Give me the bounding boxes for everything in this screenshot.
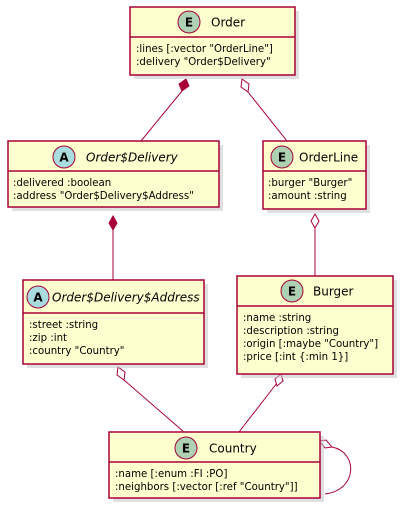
class-order-delivery-address[interactable]: A Order$Delivery$Address :street :string… <box>22 279 208 368</box>
class-field: :price [:int {:min 1}] <box>243 352 348 363</box>
class-name: Order <box>211 16 245 30</box>
edge-address-country <box>116 366 185 433</box>
edge-order-delivery <box>140 78 190 142</box>
class-name: Country <box>209 442 257 456</box>
class-name: Order$Delivery <box>86 151 179 165</box>
edge-delivery-address <box>108 214 118 280</box>
class-field: :burger "Burger" <box>268 178 352 189</box>
class-field: :name :string <box>243 313 311 324</box>
class-name: OrderLine <box>299 151 358 165</box>
class-country[interactable]: E Country :name [:enum :FI :PO] :neighbo… <box>108 431 324 502</box>
badge-letter: A <box>59 151 69 165</box>
aggregation-diamond <box>116 366 126 381</box>
class-field: :address "Order$Delivery$Address" <box>13 191 194 202</box>
badge-letter: E <box>288 285 296 299</box>
class-field: :neighbors [:vector [:ref "Country"]] <box>115 482 298 493</box>
class-order-delivery[interactable]: A Order$Delivery :delivered :boolean :ad… <box>7 140 223 211</box>
badge-letter: E <box>278 151 286 165</box>
class-field: :delivered :boolean <box>13 178 111 189</box>
abstract-badge-icon <box>26 285 50 309</box>
composition-diamond <box>178 78 190 92</box>
class-field: :description :string <box>243 326 339 337</box>
edge-burger-country <box>238 373 284 433</box>
class-field: :amount :string <box>268 191 347 202</box>
aggregation-diamond <box>310 212 320 230</box>
badge-letter: E <box>182 442 190 456</box>
class-field: :origin [:maybe "Country"] <box>243 339 378 350</box>
composition-diamond <box>108 214 118 232</box>
class-field: :street :string <box>29 320 98 331</box>
class-name: Burger <box>313 285 354 299</box>
class-order[interactable]: E Order :lines [:vector "OrderLine"] :de… <box>129 6 299 79</box>
class-field: :name [:enum :FI :PO] <box>115 469 227 480</box>
edge-orderline-burger <box>310 212 320 276</box>
abstract-badge-icon <box>52 145 76 169</box>
class-burger[interactable]: E Burger :name :string :description :str… <box>236 275 397 378</box>
class-field: :zip :int <box>29 333 67 344</box>
entity-badge-icon <box>177 10 201 34</box>
class-name: Order$Delivery$Address <box>52 291 200 305</box>
edge-order-orderline <box>240 78 288 142</box>
badge-letter: A <box>33 291 43 305</box>
edges <box>108 78 352 495</box>
badge-letter: E <box>185 16 193 30</box>
aggregation-diamond <box>240 78 250 93</box>
class-orderline[interactable]: E OrderLine :burger "Burger" :amount :st… <box>262 140 370 213</box>
class-field: :lines [:vector "OrderLine"] <box>136 44 273 55</box>
entity-badge-icon <box>270 145 294 169</box>
entity-badge-icon <box>280 279 304 303</box>
class-field: :country "Country" <box>29 346 124 357</box>
entity-badge-icon <box>174 436 198 460</box>
class-field: :delivery "Order$Delivery" <box>136 57 271 68</box>
